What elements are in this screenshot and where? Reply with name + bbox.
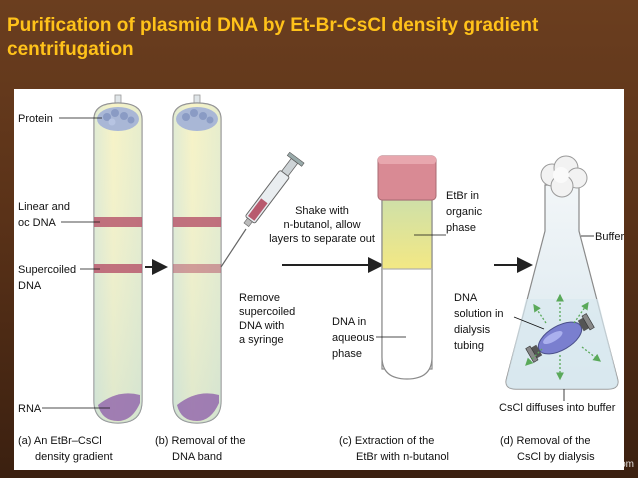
linear-oc-label-1: Linear and — [18, 201, 70, 213]
step-b-line-1: Remove — [239, 292, 280, 304]
step-b-line-2: supercoiled — [239, 306, 295, 318]
caption-a-line-1: (a) An EtBr–CsCl — [18, 435, 102, 447]
etbr-line-2: organic — [446, 206, 483, 218]
dialysis-line-3: dialysis — [454, 324, 491, 336]
cotton-plug — [540, 155, 588, 198]
diagram-panel: Protein Linear and oc DNA Supercoiled DN… — [14, 89, 624, 470]
linear-oc-label-2: oc DNA — [18, 217, 57, 229]
watermark-text: ppt.com — [598, 459, 634, 470]
aqueous-line-1: DNA in — [332, 316, 366, 328]
caption-c-line-2: EtBr with n-butanol — [356, 451, 449, 463]
supercoiled-label-1: Supercoiled — [18, 264, 76, 276]
aqueous-label: DNA in aqueous phase — [332, 316, 406, 360]
aqueous-line-3: phase — [332, 348, 362, 360]
caption-d-line-1: (d) Removal of the — [500, 435, 590, 447]
protein-label: Protein — [18, 113, 53, 125]
slide-title: Purification of plasmid DNA by Et-Br-CsC… — [7, 15, 539, 60]
tube-a-labels: Protein Linear and oc DNA Supercoiled DN… — [18, 113, 110, 415]
etbr-line-1: EtBr in — [446, 190, 479, 202]
diffusion-arrows — [525, 293, 602, 381]
caption-b-line-2: DNA band — [172, 451, 222, 463]
shake-line-2: n-butanol, allow — [283, 219, 360, 231]
shake-text: Shake with n-butanol, allow layers to se… — [269, 205, 375, 245]
etbr-label: EtBr in organic phase — [414, 190, 483, 236]
etbr-line-3: phase — [446, 222, 476, 234]
captions: (a) An EtBr–CsCl density gradient (b) Re… — [18, 435, 595, 463]
syringe — [220, 151, 305, 268]
dialysis-line-1: DNA — [454, 292, 478, 304]
step-b-line-3: DNA with — [239, 320, 284, 332]
centrifuge-tube-a — [93, 94, 143, 424]
dialysis-line-2: solution in — [454, 308, 504, 320]
centrifuge-tube-b — [172, 94, 222, 424]
caption-d-line-2: CsCl by dialysis — [517, 451, 595, 463]
caption-c-line-1: (c) Extraction of the — [339, 435, 434, 447]
shake-line-3: layers to separate out — [269, 233, 375, 245]
caption-a-line-2: density gradient — [35, 451, 113, 463]
supercoiled-label-2: DNA — [18, 280, 42, 292]
dialysis-line-4: tubing — [454, 340, 484, 352]
step-b-text: Remove supercoiled DNA with a syringe — [239, 292, 295, 346]
buffer-label: Buffer — [595, 231, 624, 243]
aqueous-line-2: aqueous — [332, 332, 375, 344]
step-b-line-4: a syringe — [239, 334, 284, 346]
cscl-diffuse-label: CsCl diffuses into buffer — [499, 402, 616, 414]
dialysis-flask — [505, 155, 619, 390]
caption-b-line-1: (b) Removal of the — [155, 435, 245, 447]
flask-labels: Buffer DNA solution in dialysis tubing C… — [454, 231, 624, 414]
shake-line-1: Shake with — [295, 205, 349, 217]
rna-label: RNA — [18, 403, 42, 415]
test-tube-c — [377, 155, 437, 380]
